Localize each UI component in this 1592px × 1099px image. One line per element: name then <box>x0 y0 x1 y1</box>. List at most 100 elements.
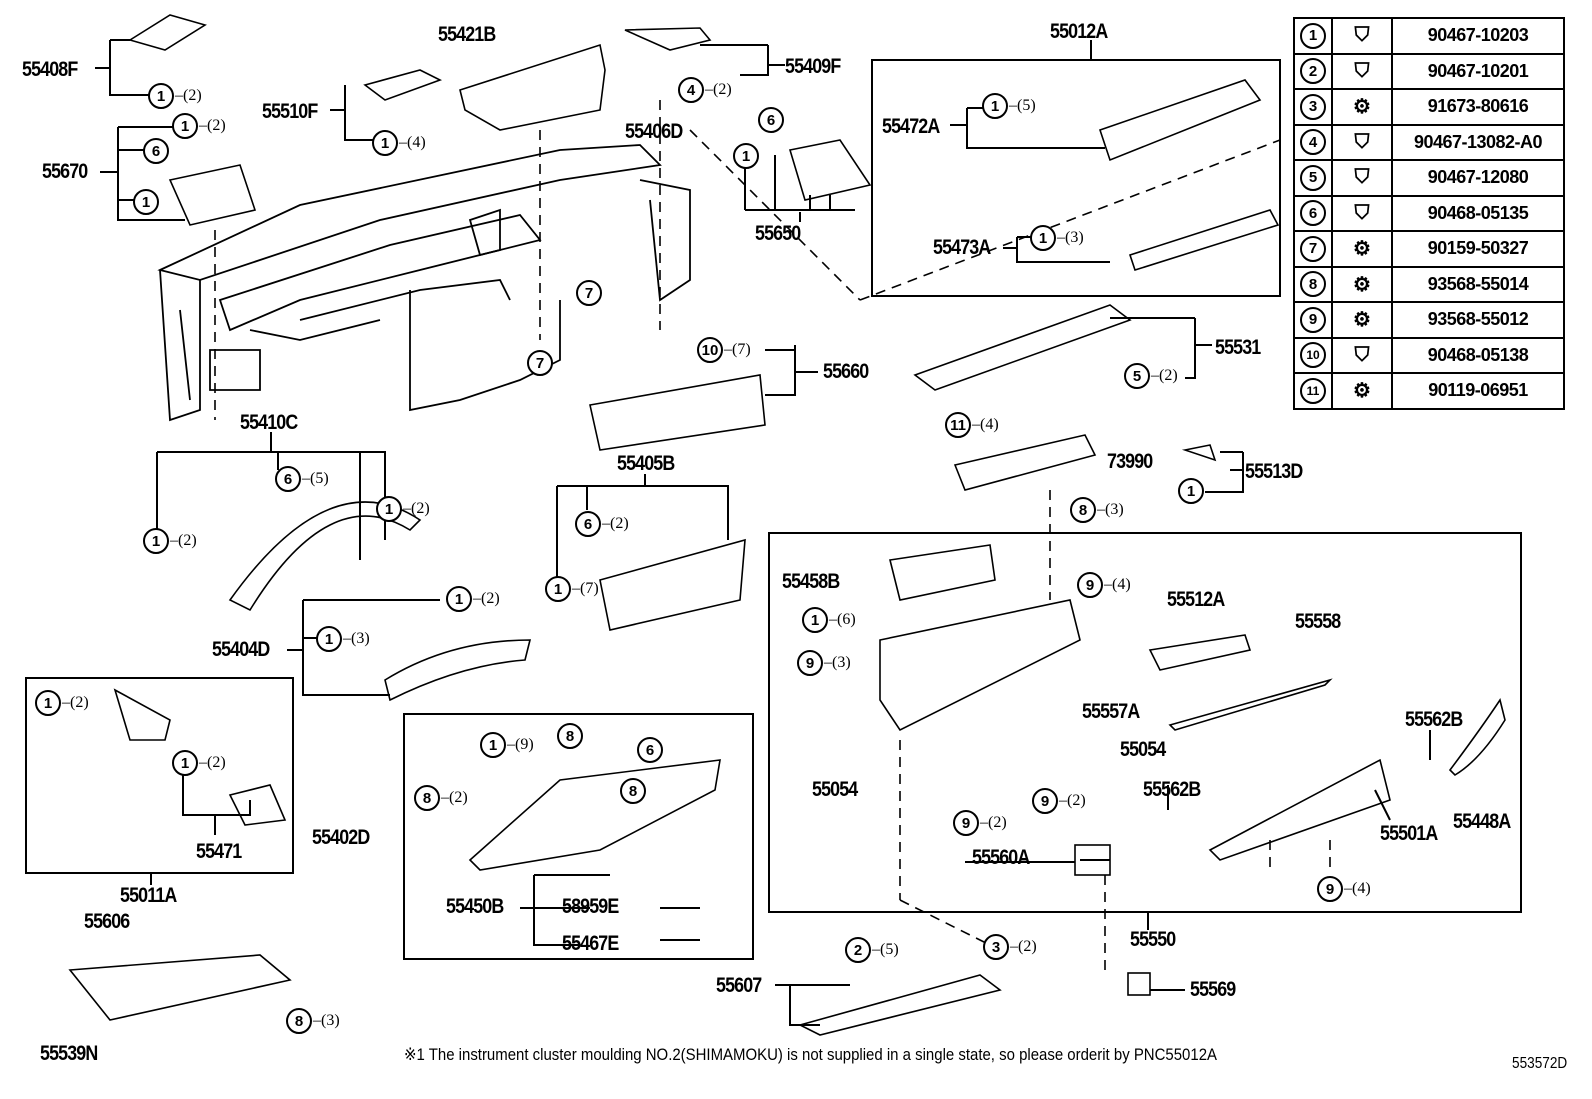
parts-table-row[interactable]: 10⛉90468-05138 <box>1293 336 1565 374</box>
part-label-55054b[interactable]: 55054 <box>812 778 858 801</box>
part-label-55557A[interactable]: 55557A <box>1082 700 1140 723</box>
fastener-callout[interactable]: 8(3) <box>1070 497 1124 523</box>
part-label-55467E[interactable]: 55467E <box>562 932 619 955</box>
fastener-callout[interactable]: 1(9) <box>480 732 534 758</box>
part-label-55472A[interactable]: 55472A <box>882 115 940 138</box>
fastener-callout[interactable]: 9(2) <box>953 810 1007 836</box>
part-label-55421B[interactable]: 55421B <box>438 23 496 46</box>
fastener-callout[interactable]: 8 <box>620 778 646 804</box>
fastener-callout[interactable]: 1(5) <box>982 93 1036 119</box>
part-label-55606[interactable]: 55606 <box>84 910 130 933</box>
fastener-callout[interactable]: 6(2) <box>575 511 629 537</box>
part-label-55011A[interactable]: 55011A <box>120 884 177 907</box>
part-label-55562Bb[interactable]: 55562B <box>1143 778 1201 801</box>
parts-table-row[interactable]: 9⚙93568-55012 <box>1293 301 1565 339</box>
part-number[interactable]: 90159-50327 <box>1391 230 1565 268</box>
fastener-callout[interactable]: 8(2) <box>414 785 468 811</box>
part-number[interactable]: 93568-55014 <box>1391 265 1565 303</box>
part-label-55054a[interactable]: 55054 <box>1120 738 1166 761</box>
part-label-55650[interactable]: 55650 <box>755 222 801 245</box>
part-number[interactable]: 90468-05135 <box>1391 194 1565 232</box>
parts-table-row[interactable]: 4⛉90467-13082-A0 <box>1293 123 1565 161</box>
part-label-55510F[interactable]: 55510F <box>262 100 318 123</box>
part-label-73990[interactable]: 73990 <box>1107 450 1153 473</box>
part-label-55558[interactable]: 55558 <box>1295 610 1341 633</box>
part-number[interactable]: 90467-10201 <box>1391 52 1565 90</box>
fastener-callout[interactable]: 6(5) <box>275 466 329 492</box>
fastener-callout[interactable]: 1 <box>733 143 759 169</box>
part-label-55569[interactable]: 55569 <box>1190 978 1236 1001</box>
fastener-callout[interactable]: 1(2) <box>446 586 500 612</box>
fastener-callout[interactable]: 10(7) <box>697 337 751 363</box>
part-number[interactable]: 90467-13082-A0 <box>1391 123 1565 161</box>
fastener-callout[interactable]: 9(2) <box>1032 788 1086 814</box>
part-label-55660[interactable]: 55660 <box>823 360 869 383</box>
part-label-55406D[interactable]: 55406D <box>625 120 683 143</box>
parts-table-row[interactable]: 1⛉90467-10203 <box>1293 17 1565 55</box>
part-label-55513D[interactable]: 55513D <box>1245 460 1303 483</box>
fastener-callout[interactable]: 11(4) <box>945 412 999 438</box>
parts-table-row[interactable]: 7⚙90159-50327 <box>1293 230 1565 268</box>
fastener-callout[interactable]: 1(7) <box>545 576 599 602</box>
fastener-callout[interactable]: 1(4) <box>372 130 426 156</box>
part-number[interactable]: 93568-55012 <box>1391 301 1565 339</box>
part-label-55512A[interactable]: 55512A <box>1167 588 1225 611</box>
part-label-55501A[interactable]: 55501A <box>1380 822 1438 845</box>
fastener-callout[interactable]: 1 <box>1178 478 1204 504</box>
fastener-callout[interactable]: 1(3) <box>316 626 370 652</box>
parts-table-row[interactable]: 6⛉90468-05135 <box>1293 194 1565 232</box>
part-number[interactable]: 90468-05138 <box>1391 336 1565 374</box>
parts-table-row[interactable]: 3⚙91673-80616 <box>1293 88 1565 126</box>
part-label-55607[interactable]: 55607 <box>716 974 762 997</box>
parts-table-row[interactable]: 2⛉90467-10201 <box>1293 52 1565 90</box>
fastener-callout[interactable]: 1(2) <box>172 750 226 776</box>
part-label-55404D[interactable]: 55404D <box>212 638 270 661</box>
fastener-callout[interactable]: 8 <box>557 723 583 749</box>
fastener-callout[interactable]: 3(2) <box>983 934 1037 960</box>
part-label-55405B[interactable]: 55405B <box>617 452 675 475</box>
fastener-callout[interactable]: 6 <box>637 737 663 763</box>
part-number[interactable]: 90119-06951 <box>1391 372 1565 410</box>
fastener-callout[interactable]: 1(2) <box>172 113 226 139</box>
part-label-55409F[interactable]: 55409F <box>785 55 841 78</box>
fastener-callout[interactable]: 9(3) <box>797 650 851 676</box>
parts-table-row[interactable]: 5⛉90467-12080 <box>1293 159 1565 197</box>
part-label-55531[interactable]: 55531 <box>1215 336 1261 359</box>
fastener-callout[interactable]: 5(2) <box>1124 363 1178 389</box>
part-number[interactable]: 91673-80616 <box>1391 88 1565 126</box>
part-label-55539N[interactable]: 55539N <box>40 1042 98 1065</box>
parts-table-row[interactable]: 8⚙93568-55014 <box>1293 265 1565 303</box>
part-label-55012A[interactable]: 55012A <box>1050 20 1108 43</box>
fastener-callout[interactable]: 1(2) <box>35 690 89 716</box>
fastener-callout[interactable]: 7 <box>576 280 602 306</box>
fastener-callout[interactable]: 1(2) <box>376 496 430 522</box>
fastener-callout[interactable]: 7 <box>527 350 553 376</box>
part-label-55410C[interactable]: 55410C <box>240 411 298 434</box>
part-label-55471[interactable]: 55471 <box>196 840 242 863</box>
part-number[interactable]: 90467-12080 <box>1391 159 1565 197</box>
part-number[interactable]: 90467-10203 <box>1391 17 1565 55</box>
parts-table-row[interactable]: 11⚙90119-06951 <box>1293 372 1565 410</box>
part-label-55448A[interactable]: 55448A <box>1453 810 1511 833</box>
part-label-55450B[interactable]: 55450B <box>446 895 504 918</box>
fastener-callout[interactable]: 9(4) <box>1077 572 1131 598</box>
part-label-55473A[interactable]: 55473A <box>933 236 991 259</box>
fastener-callout[interactable]: 4(2) <box>678 77 732 103</box>
part-label-55402D[interactable]: 55402D <box>312 826 370 849</box>
part-label-55550[interactable]: 55550 <box>1130 928 1176 951</box>
part-label-55458B[interactable]: 55458B <box>782 570 840 593</box>
fastener-callout[interactable]: 1(2) <box>148 83 202 109</box>
fastener-callout[interactable]: 2(5) <box>845 937 899 963</box>
fastener-callout[interactable]: 1 <box>133 189 159 215</box>
part-label-55670[interactable]: 55670 <box>42 160 88 183</box>
fastener-callout[interactable]: 8(3) <box>286 1008 340 1034</box>
fastener-callout[interactable]: 6 <box>758 107 784 133</box>
fastener-callout[interactable]: 6 <box>143 138 169 164</box>
fastener-callout[interactable]: 9(4) <box>1317 876 1371 902</box>
fastener-callout[interactable]: 1(2) <box>143 528 197 554</box>
fastener-callout[interactable]: 1(3) <box>1030 225 1084 251</box>
part-label-55408F[interactable]: 55408F <box>22 58 78 81</box>
fastener-callout[interactable]: 1(6) <box>802 607 856 633</box>
part-label-55562Ba[interactable]: 55562B <box>1405 708 1463 731</box>
part-label-58959E[interactable]: 58959E <box>562 895 619 918</box>
